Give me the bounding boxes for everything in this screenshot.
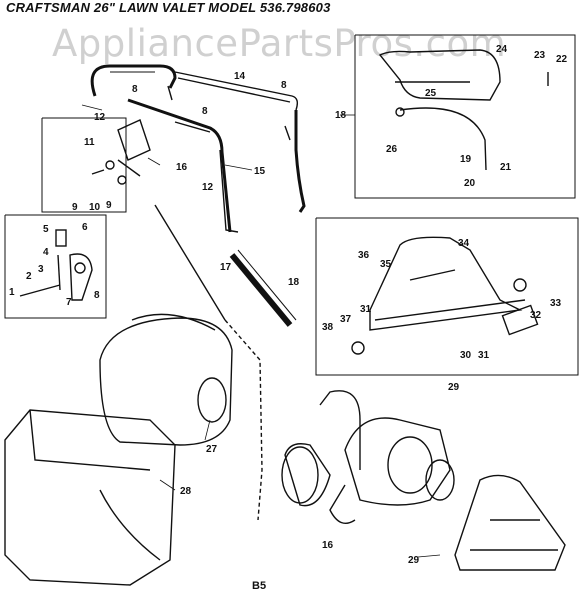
label-9a: 9 [72,202,78,213]
label-19: 19 [460,154,472,165]
label-25: 25 [425,88,437,99]
label-23: 23 [534,50,546,61]
control-rod [154,204,226,321]
label-34: 34 [458,238,470,249]
label-10: 10 [89,202,101,213]
label-17: 17 [220,262,232,273]
collector-housing [99,313,233,446]
label-3: 3 [38,264,44,275]
label-32: 32 [530,310,542,321]
label-8c: 8 [202,106,208,117]
label-30: 30 [460,350,472,361]
collection-bag [4,409,176,586]
label-7: 7 [66,297,72,308]
label-21: 21 [500,162,512,173]
label-31a: 31 [360,304,372,315]
label-12b: 12 [202,182,214,193]
intake-nozzle [454,474,566,571]
label-26: 26 [386,144,398,155]
discharge-chute [378,49,549,171]
label-14: 14 [234,71,246,82]
label-20: 20 [464,178,476,189]
label-16b: 16 [322,540,334,551]
label-12a: 12 [94,112,106,123]
label-31b: 31 [478,350,490,361]
deflector-housing [351,236,539,355]
lower-handle [127,98,306,233]
label-18a: 18 [288,277,300,288]
upper-handle [90,64,299,111]
tube-spring [229,249,297,327]
label-22: 22 [556,54,568,65]
label-1: 1 [9,287,15,298]
label-36: 36 [358,250,370,261]
watermark: AppliancePartsPros.com [52,22,507,65]
diagram-title: CRAFTSMAN 26" LAWN VALET MODEL 536.79860… [6,0,331,15]
label-27: 27 [206,444,218,455]
label-9b: 9 [106,200,112,211]
label-24: 24 [496,44,508,55]
label-35: 35 [380,259,392,270]
label-28: 28 [180,486,192,497]
label-8b: 8 [132,84,138,95]
blower-body [281,390,455,524]
label-33: 33 [550,298,562,309]
leader-lines [81,104,441,558]
page-code: B5 [252,580,267,592]
label-29a: 29 [448,382,460,393]
label-15: 15 [254,166,266,177]
label-5: 5 [43,224,49,235]
label-16a: 16 [176,162,188,173]
label-8a: 8 [94,290,100,301]
inset-wheel-parts [19,229,93,301]
label-11: 11 [84,137,95,148]
label-2: 2 [26,271,32,282]
label-8d: 8 [281,80,287,91]
label-6: 6 [82,222,88,233]
label-18b: 18 [335,110,347,121]
bracket-assembly [91,119,151,185]
part-number-labels: 1 2 3 4 5 6 7 8 8 8 8 9 9 10 11 12 12 14… [9,44,568,566]
label-29b: 29 [408,555,420,566]
label-4: 4 [43,247,49,258]
label-37: 37 [340,314,352,325]
label-38: 38 [322,322,334,333]
